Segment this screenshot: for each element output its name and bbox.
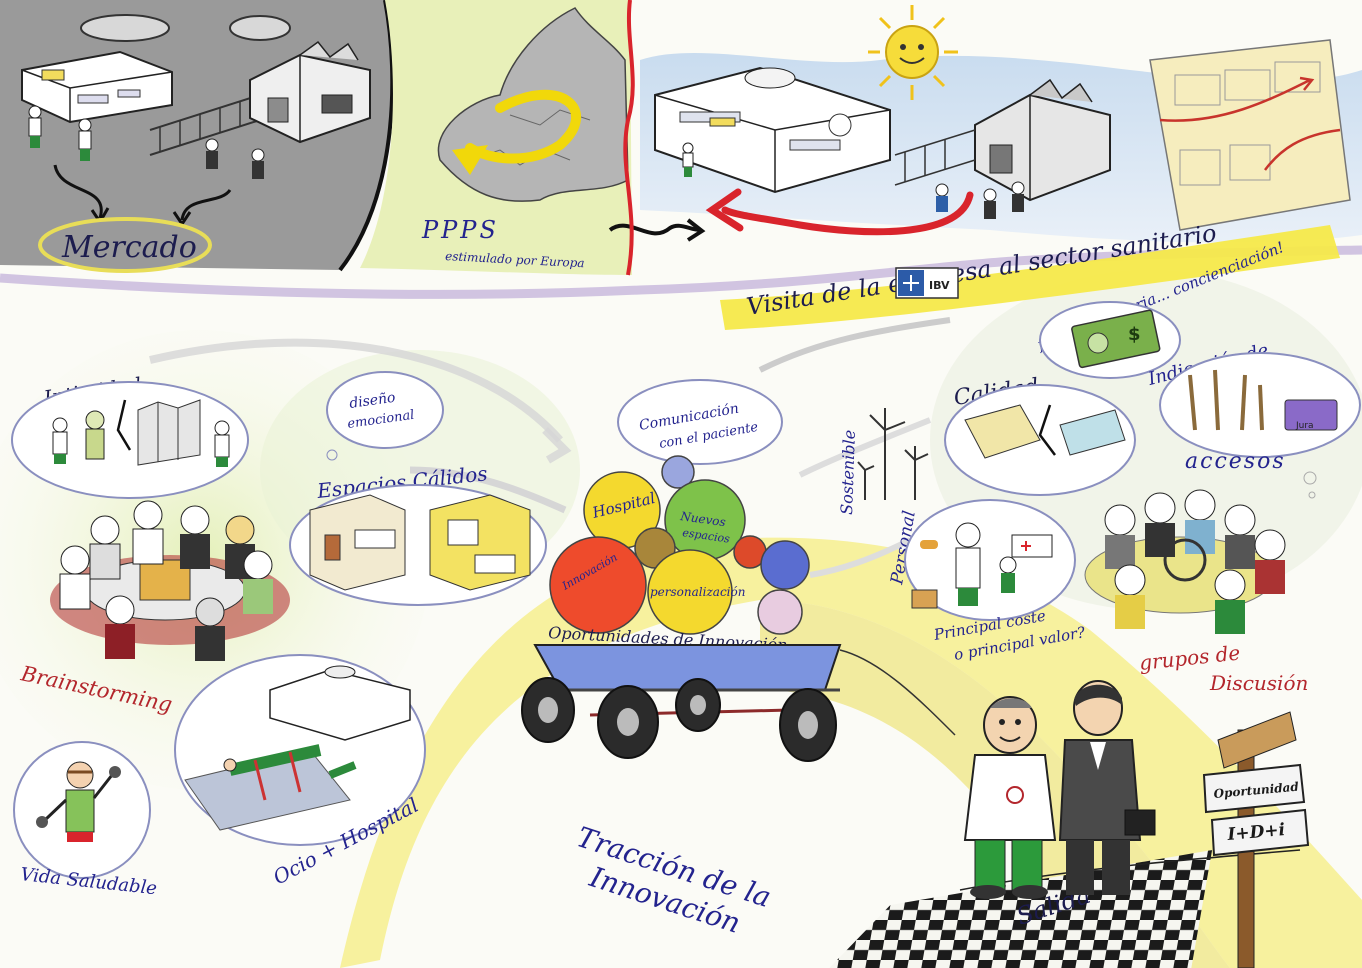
sun-icon (868, 5, 958, 100)
left-cluster: Intimidad diseño emocional Espacios Cáli… (11, 338, 572, 899)
discussion-group (1084, 489, 1286, 634)
right-cluster: factura sanitaria... concienciación! $ I… (758, 238, 1361, 695)
sostenible-label: Sostenible (837, 430, 859, 516)
svg-text:$: $ (1128, 324, 1141, 345)
bubble-pink (757, 589, 803, 635)
banknote-icon: $ (1071, 309, 1161, 369)
doctor-figure (963, 696, 1057, 899)
signpost-icon: Oportunidad I+D+i (1202, 711, 1310, 968)
factory-icon (974, 78, 1111, 202)
brainstorm-group (50, 500, 290, 661)
jura-label: Jura (1295, 421, 1314, 431)
child-exercising (36, 761, 121, 842)
floor-plan-icon (1149, 39, 1351, 231)
center-wagon: Comunicación con el paciente Hospital Nu… (521, 379, 956, 762)
factory-icon (249, 40, 371, 144)
ibv-label: IBV (929, 279, 950, 292)
nuevos-label: Nuevos (679, 509, 727, 529)
discusion-label: Discusión (1209, 671, 1308, 695)
hospital-icon (21, 50, 173, 124)
bubble-personalizacion (647, 549, 733, 635)
divider-red-line (623, 0, 635, 276)
bubble-small-blue (661, 455, 695, 489)
doctor-figures (28, 105, 265, 179)
diseno-label: diseño (348, 390, 396, 412)
bubble-innovacion (549, 536, 647, 634)
hospital-icon (654, 66, 891, 194)
mercado-label: Mercado (61, 230, 197, 265)
ppps-panel: PPPS estimulado por Europa (360, 0, 706, 275)
wagon-icon (521, 644, 956, 762)
accesos-label: accesos (1185, 449, 1286, 474)
personalizacion-label: personalización (650, 585, 745, 599)
grupos-label: grupos de (1138, 641, 1241, 675)
mercado-panel: Mercado (0, 0, 395, 273)
wind-turbine-icon (857, 408, 929, 500)
businessman-figure (1058, 680, 1156, 895)
bubble-blue (760, 540, 810, 590)
ppps-label: PPPS (421, 216, 499, 244)
